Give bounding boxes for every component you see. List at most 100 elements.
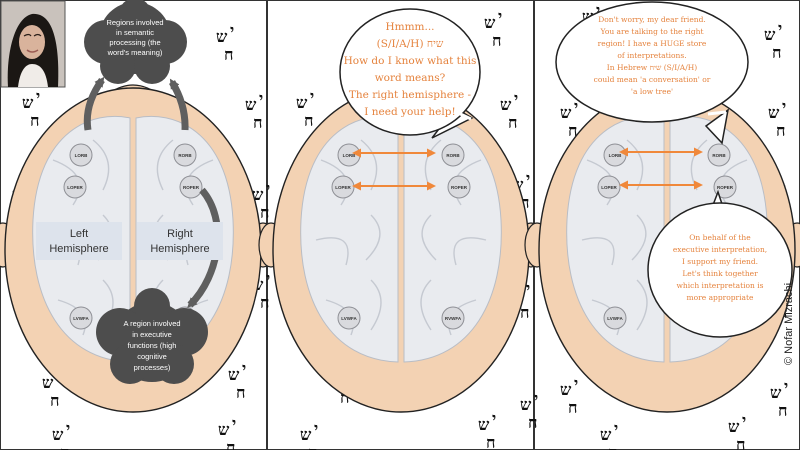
region-rvwfa-label: RVWFA [445,316,462,321]
author-avatar [0,0,66,88]
brain-fold [453,237,487,266]
hebrew-letter: ש [520,395,532,414]
hebrew-letter: י [742,411,746,430]
p1-cloud-bottom-line: processes) [134,363,171,372]
right-hemisphere-speech-bubble: Don't worry, my dear friend.You are talk… [555,1,749,145]
hebrew-letter: ח [736,435,745,450]
p1-cloud-bottom-line: cognitive [137,352,167,361]
hebrew-letter: ש [484,13,496,32]
region-loper-marker [63,175,87,199]
hebrew-letter: י [314,419,318,438]
hebrew-letter: י [230,21,234,40]
hebrew-letter: י [266,179,270,198]
hebrew-letter: ש [42,373,54,392]
region-loper-label: LOPER [67,185,83,190]
hebrew-letter: י [310,87,314,106]
hebrew-letter: ח [50,391,59,410]
brain-fold [421,214,437,261]
p1-cloud-top-line: word's meaning) [107,48,163,57]
hebrew-letter: י [782,97,786,116]
region-roper-marker [447,175,471,199]
region-rorb-label: RORB [446,153,460,158]
brain-fold [420,279,432,331]
hebrew-letter: ח [304,111,313,130]
p3-bubble-top-line: You are talking to the right [600,27,704,36]
region-lorb-marker [69,143,93,167]
p1-cloud-top-line: in semantic [116,28,154,37]
region-lvwfa-label: LVWFA [607,316,623,321]
hebrew-letter: י [266,269,270,288]
region-loper-label: LOPER [335,185,351,190]
left-hemisphere-label-line1: Left [70,228,88,240]
hebrew-letter: ח [226,438,235,450]
p3-bubble-side-line: more appropriate [687,293,754,302]
hebrew-letter: ח [778,401,787,420]
p2-bubble-line: word means? [375,72,446,84]
hebrew-letter: י [526,169,530,188]
hebrew-letter: ש [560,380,572,399]
region-loper-label: LOPER [601,185,617,190]
p2-bubble-line: (S/I/A/H) שיח [377,38,444,50]
brain-fold [581,237,615,266]
hebrew-letter: י [526,279,530,298]
hebrew-letter: ש [560,103,572,122]
hebrew-letter: ח [508,113,517,132]
region-lvwfa-marker [603,306,627,330]
hebrew-letter: ח [776,121,785,140]
p3-bubble-top-line: 'a low tree' [631,87,673,96]
arrow-lorb-to-cloud [83,76,105,131]
hebrew-letter: ח [486,433,495,450]
hebrew-word-decor: שיח [300,419,318,450]
brain-fold [636,279,648,331]
region-lorb-label: LORB [609,153,622,158]
hebrew-letter: ש [500,95,512,114]
right-hemisphere-box [137,222,223,260]
p1-cloud-bottom-line: in executive [132,330,172,339]
hebrew-letter: ש [218,420,230,439]
hebrew-letter: ח [772,43,781,62]
region-lorb-label: LORB [75,153,88,158]
hebrew-letter: ש [478,415,490,434]
left-hemisphere-box [36,222,122,260]
p3-bubble-top-line: could mean 'a conversation' or [594,75,711,84]
hebrew-letter: ש [600,425,612,444]
p2-bubble-line: I need your help! [364,106,455,118]
region-rvwfa-marker [441,306,465,330]
p1-cloud-top-line: Regions involved [106,18,163,27]
hebrew-letter: ח [308,443,317,450]
hebrew-letter: ש [52,425,64,444]
hebrew-letter: ח [236,383,245,402]
hebrew-letter: ש [22,93,34,112]
right-hemisphere-label-line2: Hemisphere [150,243,209,255]
hebrew-letter: ש [728,417,740,436]
region-rorb-label: RORB [178,153,192,158]
region-lvwfa-label: LVWFA [73,316,89,321]
hebrew-letter: ש [764,25,776,44]
panel-3-overlays: Don't worry, my dear friend.You are talk… [555,1,793,338]
p3-bubble-top-line: region! I have a HUGE store [598,39,707,48]
hebrew-letter: ח [608,443,617,450]
hebrew-letter: ח [260,203,269,222]
hebrew-letter: ש [768,103,780,122]
